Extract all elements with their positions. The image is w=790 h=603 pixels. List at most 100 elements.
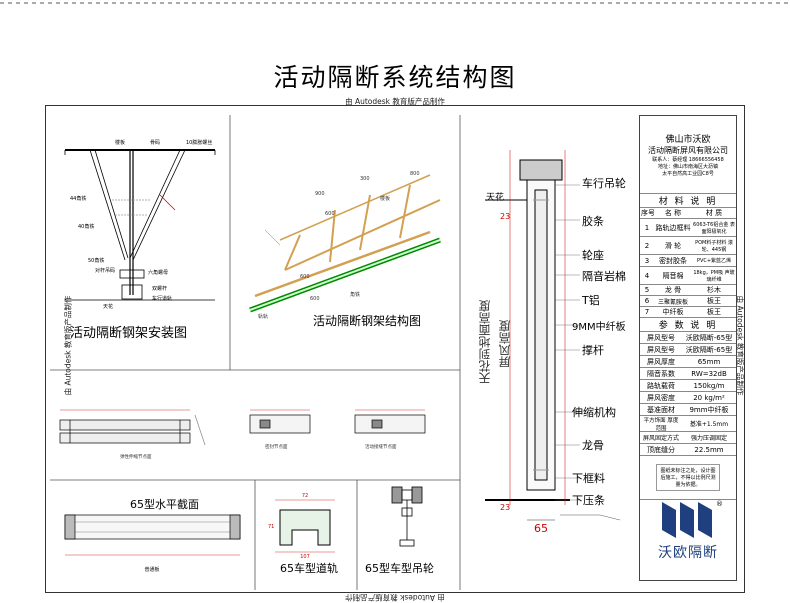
param-8-val: 基准+1.5mm [689, 421, 729, 428]
mat-6-material: 板王 [707, 297, 721, 305]
mat-6-index: 6 [644, 297, 650, 305]
param-9-val: 强力压调固定 [690, 435, 727, 442]
mat-1-material: 6063-T6铝合金 表面阳极氧化 [693, 221, 735, 235]
param-3-key: 屏风厚度 [647, 357, 675, 366]
col-material: 材 质 [705, 209, 723, 217]
title-block: 佛山市沃欧 活动隔断屏风有限公司 联系人：蔡经理 18666556458 地址：… [639, 115, 737, 581]
label-rail-wheel: 车行吊轮 [582, 177, 626, 190]
param-1-key: 屏风型号 [647, 333, 675, 342]
col-index: 序号 [641, 209, 654, 217]
label-telescopic: 伸缩机构 [572, 406, 616, 419]
mat-2-material: POM料子材料 滚轮、445钢 [695, 239, 733, 253]
param-2-key: 屏风型号 [647, 345, 675, 354]
svg-text:角铁: 角铁 [350, 291, 360, 298]
svg-text:71: 71 [268, 524, 274, 530]
contact-line-2: 地址：佛山市南海区大沥镇 [657, 164, 718, 170]
label-ceiling: 天花 [486, 193, 505, 203]
mat-4-material: 18kg，PM吸 声玻璃纤维 [693, 269, 735, 283]
param-2-val: 沃欧隔断-65型 [685, 345, 733, 354]
svg-text:密封节点面: 密封节点面 [265, 443, 288, 450]
wheel-title: 65型车型吊轮 [365, 562, 434, 575]
svg-text:800: 800 [410, 171, 420, 177]
brand-name: 沃欧隔断 [658, 545, 718, 561]
dim-23-bottom: 23 [500, 503, 511, 512]
col-name: 名 称 [664, 209, 682, 217]
top-dashed-line [0, 2, 790, 4]
param-7-key: 基准面材 [647, 405, 675, 414]
mat-3-material: PVC+紫蓝乙烯 [696, 258, 732, 264]
svg-text:50角铁: 50角铁 [88, 257, 104, 264]
svg-text:活动接缝节点面: 活动接缝节点面 [365, 443, 397, 450]
param-10-key: 顶底缝分 [647, 445, 675, 454]
company-city: 佛山市沃欧 [665, 135, 711, 145]
mat-1-index: 1 [644, 223, 650, 232]
param-4-val: RW=32dB [691, 369, 727, 378]
label-bracket: 骨码 [150, 139, 160, 146]
mat-5-material: 杉木 [707, 286, 721, 294]
watermark-top: 由 Autodesk 教育版产品制作 [345, 97, 445, 106]
svg-text:普通板: 普通板 [144, 566, 159, 573]
svg-text:44角铁: 44角铁 [70, 195, 86, 202]
svg-text:楼板: 楼板 [380, 195, 390, 202]
material-header: 材 料 说 明 [640, 194, 736, 208]
param-5-key: 路轨载荷 [647, 381, 675, 390]
company-name: 活动隔断屏风有限公司 [648, 146, 728, 155]
param-8-key: 平方饰面 厚度范围 [643, 417, 679, 432]
label-floor: 楼板 [115, 139, 125, 146]
svg-text:对杆吊码: 对杆吊码 [95, 267, 115, 274]
svg-text:车行道轨: 车行道轨 [152, 295, 172, 302]
mat-4-name: 隔音棉 [662, 271, 684, 280]
param-1-val: 沃欧隔断-65型 [685, 333, 733, 342]
svg-text:600: 600 [310, 296, 320, 302]
mat-4-index: 4 [644, 271, 650, 280]
label-wheel-seat: 轮座 [582, 249, 604, 262]
mat-3-name: 密封胶条 [659, 256, 687, 265]
svg-text:天花: 天花 [103, 303, 113, 310]
label-bolt: 10膨胀螺丝 [186, 139, 212, 146]
section-title: 65型水平截面 [130, 498, 199, 511]
page-title: 活动隔断系统结构图 [273, 63, 517, 92]
brand-logo-icon [662, 502, 712, 538]
label-seal-strip: 胶条 [582, 215, 604, 228]
label-bottom-frame: 下框料 [572, 472, 605, 485]
mat-1-name: 路轨边框料 [655, 223, 691, 232]
rail-title: 65车型道轨 [280, 562, 338, 575]
svg-text:72: 72 [302, 493, 308, 499]
mat-6-name: 三聚氰胺板 [657, 298, 688, 306]
mat-2-name: 滑 轮 [664, 241, 682, 250]
label-rockwool: 隔音岩棉 [582, 270, 626, 283]
mat-7-name: 中纤板 [662, 308, 684, 316]
param-7-val: 9mm中纤板 [689, 405, 729, 414]
param-6-key: 屏风密度 [647, 393, 675, 402]
svg-text:600: 600 [300, 274, 310, 280]
label-mdf: 9MM中纤板 [572, 322, 626, 333]
param-5-val: 150kg/m [693, 381, 725, 390]
param-6-val: 20 kg/m² [693, 393, 725, 402]
svg-text:弹性伸缩节点面: 弹性伸缩节点面 [120, 453, 152, 460]
param-3-val: 65mm [697, 357, 721, 366]
label-keel: 龙骨 [582, 439, 604, 452]
contact-line-1: 联系人：蔡经理 18666556458 [652, 157, 724, 163]
svg-text:轨轨: 轨轨 [258, 313, 268, 320]
mat-2-index: 2 [644, 241, 650, 250]
svg-text:300: 300 [360, 176, 370, 182]
mat-5-name: 龙 骨 [664, 286, 682, 294]
svg-text:双螺杆: 双螺杆 [152, 285, 167, 292]
vertical-ceiling-height: 天花到地面高度 [478, 300, 492, 384]
drawing-note: 图纸未标注之处，设计图后施工，不得以比例尺测量为依据。 [656, 464, 720, 491]
dim-23-top: 23 [500, 212, 511, 221]
dim-65: 65 [534, 522, 548, 535]
svg-text:600: 600 [325, 211, 335, 217]
svg-text:六角螺母: 六角螺母 [148, 269, 168, 276]
label-bottom-strip: 下压条 [572, 494, 605, 507]
param-4-key: 隔音系数 [647, 369, 675, 378]
mat-3-index: 3 [644, 256, 650, 265]
mat-5-index: 5 [644, 286, 650, 294]
contact-line-3: 太平自然高工业园C8号 [662, 171, 714, 177]
install-title: 活动隔断钢架安装图 [70, 326, 188, 341]
mat-7-material: 板王 [707, 308, 721, 316]
svg-text:900: 900 [315, 191, 325, 197]
svg-text:107: 107 [300, 554, 310, 560]
svg-text:40角铁: 40角铁 [78, 223, 94, 230]
